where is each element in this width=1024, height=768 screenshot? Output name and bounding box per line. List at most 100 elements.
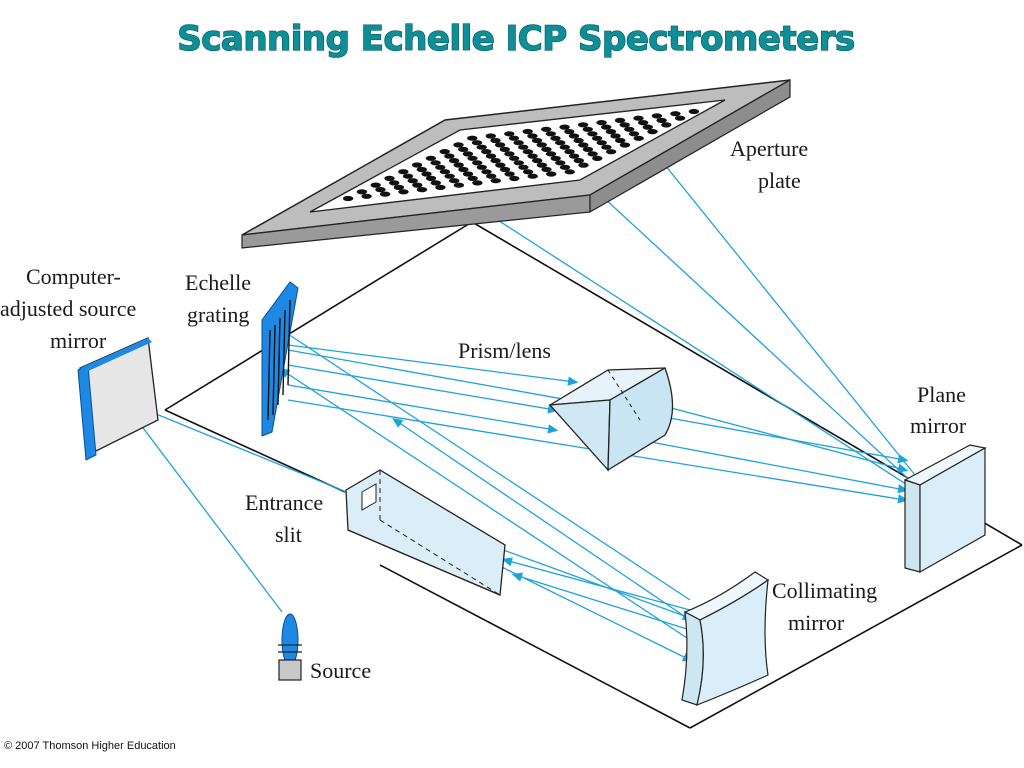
aperture-hole: [509, 175, 520, 182]
aperture-hole: [527, 133, 538, 139]
aperture-hole: [559, 124, 570, 130]
aperture-hole: [568, 153, 580, 159]
aperture-hole: [624, 126, 635, 132]
copyright-notice: © 2007 Thomson Higher Education: [4, 740, 176, 752]
aperture-hole: [476, 164, 487, 170]
aperture-hole: [384, 175, 395, 181]
aperture-hole: [601, 144, 612, 150]
collimating-mirror: [681, 571, 770, 706]
aperture-hole: [637, 120, 649, 126]
aperture-hole: [389, 180, 400, 186]
aperture-hole: [495, 162, 506, 168]
aperture-hole: [499, 146, 510, 152]
aperture-hole: [425, 155, 437, 161]
aperture-hole: [448, 158, 460, 164]
aperture-hole: [670, 111, 681, 117]
aperture-hole: [615, 137, 626, 144]
aperture-hole: [393, 184, 405, 190]
aperture-hole: [651, 113, 663, 119]
aperture-hole: [411, 162, 423, 168]
aperture-hole: [656, 117, 667, 123]
aperture-hole: [550, 135, 561, 141]
aperture-hole: [407, 178, 418, 184]
aperture-hole: [633, 135, 644, 141]
aperture-hole: [449, 178, 460, 184]
aperture-hole: [435, 164, 446, 170]
aperture-hole: [568, 133, 580, 139]
aperture-hole: [564, 149, 575, 155]
aperture-hole: [582, 126, 593, 132]
aperture-hole: [592, 155, 603, 161]
aperture-hole: [550, 155, 561, 161]
aperture-hole: [453, 142, 464, 148]
aperture-hole: [578, 142, 589, 148]
collimating-mirror-label-2: mirror: [788, 610, 845, 635]
aperture-hole: [342, 195, 354, 202]
aperture-hole: [527, 153, 538, 159]
aperture-hole: [398, 169, 409, 175]
aperture-hole: [504, 131, 515, 137]
aperture-hole: [647, 129, 658, 135]
aperture-hole: [481, 149, 492, 155]
aperture-hole: [416, 187, 428, 193]
aperture-hole: [628, 131, 640, 137]
plane-mirror-label-2: mirror: [910, 413, 967, 438]
aperture-hole: [490, 137, 501, 144]
aperture-hole: [573, 137, 584, 144]
aperture-hole: [578, 162, 589, 168]
page-title: Scanning Echelle ICP Spectrometers: [177, 19, 854, 59]
aperture-hole: [545, 151, 557, 157]
aperture-hole: [504, 151, 515, 157]
aperture-hole: [356, 189, 368, 195]
aperture-hole: [361, 193, 372, 199]
aperture-hole: [555, 140, 566, 146]
aperture-hole: [633, 115, 644, 121]
entrance-slit-label-2: slit: [275, 522, 302, 547]
aperture-hole: [430, 180, 441, 186]
aperture-hole: [412, 182, 423, 188]
aperture-hole: [494, 142, 506, 148]
aperture-hole: [688, 108, 700, 115]
aperture-hole: [430, 160, 441, 166]
aperture-hole: [453, 162, 464, 168]
aperture-hole: [573, 158, 584, 164]
aperture-plate-label: Aperture: [730, 136, 808, 161]
aperture-hole: [471, 140, 483, 146]
aperture-hole: [444, 173, 455, 179]
aperture-hole: [614, 117, 626, 123]
aperture-hole: [370, 182, 381, 188]
aperture-hole: [398, 189, 409, 195]
aperture-hole: [605, 149, 617, 155]
aperture-hole: [504, 171, 515, 177]
aperture-hole: [536, 142, 547, 148]
aperture-hole: [467, 135, 478, 141]
aperture-hole: [546, 171, 557, 177]
aperture-plate-label-2: plate: [758, 168, 801, 193]
aperture-hole: [619, 142, 631, 148]
echelle-grating: [261, 281, 299, 437]
aperture-hole: [619, 122, 630, 128]
aperture-hole: [605, 129, 617, 135]
aperture-hole: [596, 120, 607, 126]
aperture-hole: [531, 137, 543, 144]
aperture-hole: [485, 153, 497, 159]
aperture-hole: [486, 173, 497, 179]
aperture-hole: [513, 160, 524, 166]
aperture-hole: [379, 191, 391, 197]
entrance-slit-label: Entrance: [245, 490, 323, 515]
computer-mirror-label-3: mirror: [50, 328, 107, 353]
aperture-hole: [490, 178, 501, 184]
aperture-hole: [527, 173, 538, 179]
source: [278, 613, 302, 681]
aperture-hole: [467, 155, 478, 161]
aperture-hole: [564, 169, 575, 175]
aperture-hole: [472, 180, 483, 186]
aperture-hole: [513, 140, 524, 146]
aperture-hole: [601, 124, 612, 130]
aperture-hole: [462, 171, 474, 177]
plane-mirror-label: Plane: [917, 382, 966, 407]
aperture-hole: [532, 158, 543, 164]
aperture-hole: [596, 140, 607, 146]
aperture-hole: [421, 171, 432, 177]
